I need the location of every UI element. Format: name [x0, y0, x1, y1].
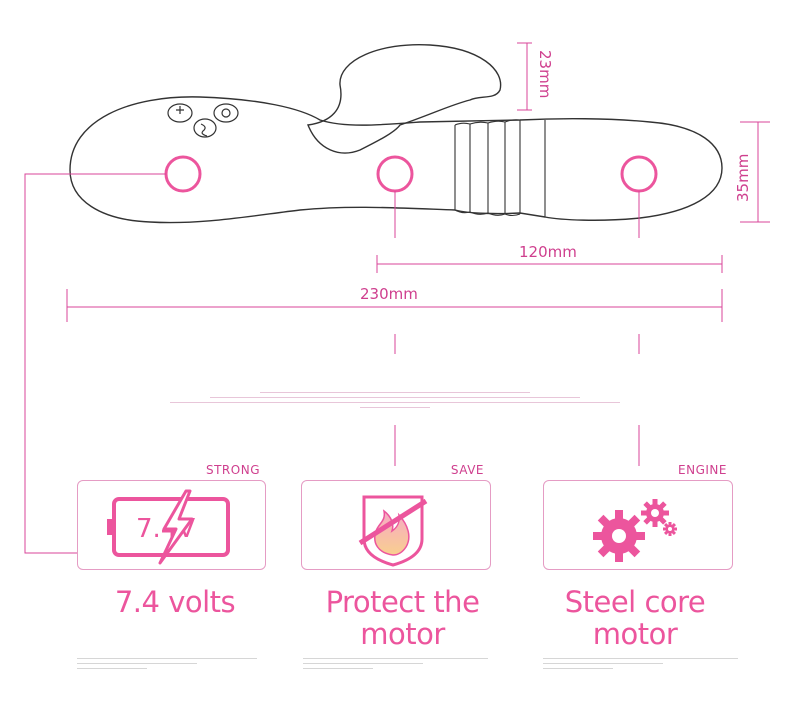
- feature-card-motor: [543, 480, 733, 570]
- highlight-circles: [164, 155, 658, 193]
- control-buttons: [167, 103, 239, 138]
- gears-icon: [593, 499, 677, 562]
- product-outline: [69, 96, 723, 224]
- flame-shield-icon: [358, 495, 428, 567]
- fine-print-2: [303, 657, 493, 671]
- arm-outline: [307, 43, 502, 154]
- feature-card-battery: 7.4V: [77, 480, 266, 570]
- diameter-label: 35mm: [734, 154, 752, 202]
- total-length-label: 230mm: [360, 285, 418, 303]
- fine-print-1: [77, 657, 267, 671]
- leader-lines: [24, 173, 640, 554]
- caption-engine: ENGINE: [678, 463, 727, 477]
- caption-strong: STRONG: [205, 463, 260, 477]
- battery-bolt-icon: 7.4V: [107, 489, 230, 565]
- caption-save: SAVE: [450, 463, 484, 477]
- head-height-label: 23mm: [536, 50, 554, 98]
- dimension-lines: [66, 42, 770, 322]
- shaft-length-label: 120mm: [519, 243, 577, 261]
- feature-card-protect: [301, 480, 491, 570]
- feature-title-voltage: 7.4 volts: [114, 585, 236, 619]
- shaft-ribs: [454, 120, 546, 217]
- faint-text-band: [170, 390, 620, 410]
- fine-print-3: [543, 657, 743, 671]
